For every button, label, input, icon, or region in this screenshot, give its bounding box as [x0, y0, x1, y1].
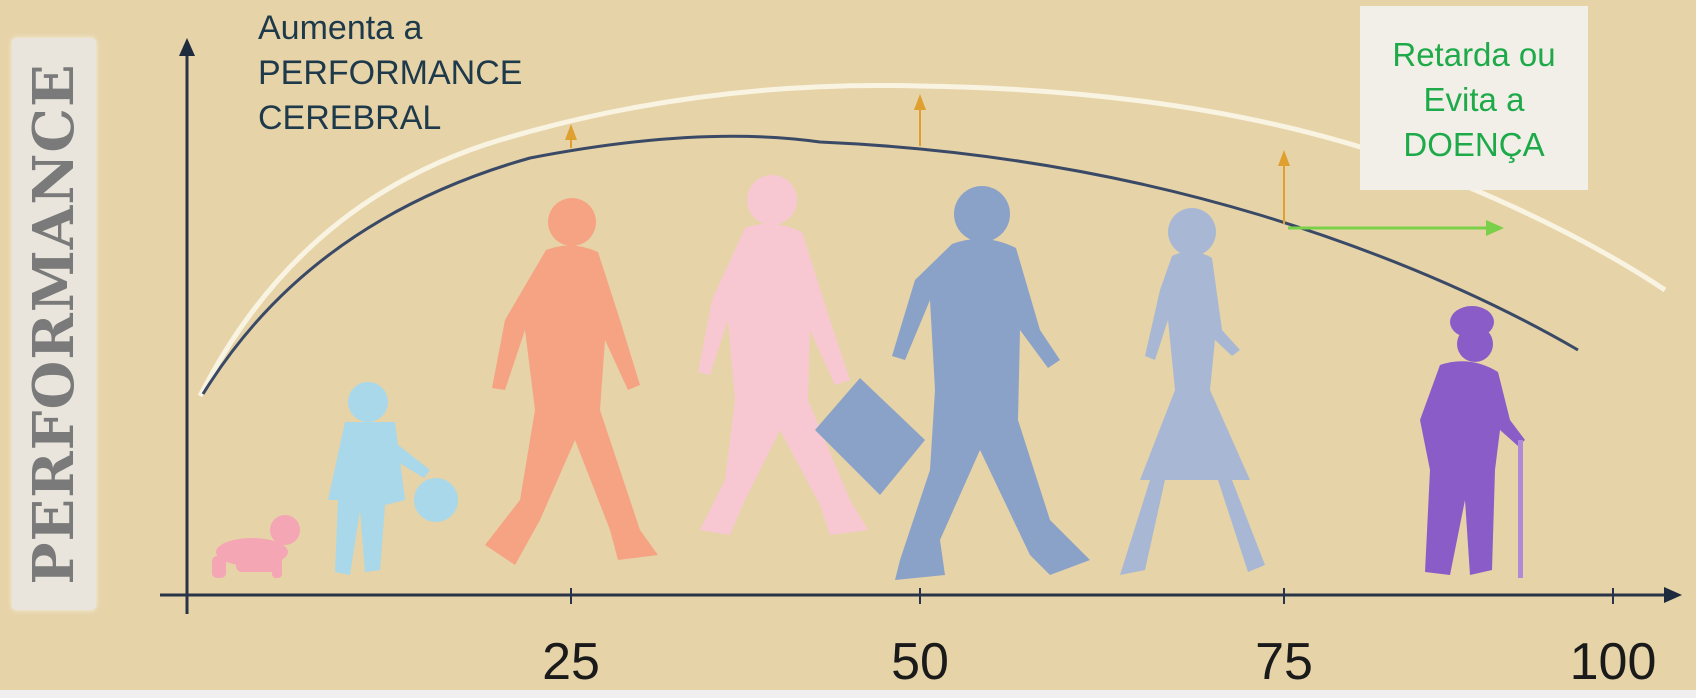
bottom-strip	[0, 690, 1696, 698]
x-tick-label-100: 100	[1569, 633, 1657, 691]
annotation-left-line-3: CEREBRAL	[258, 99, 442, 137]
annotation-right-line-2: Evita a	[1423, 81, 1525, 118]
annotation-increase-performance: Aumenta a PERFORMANCE CEREBRAL	[258, 6, 522, 141]
x-tick-label-50: 50	[891, 633, 949, 691]
y-axis-label-panel	[12, 38, 96, 610]
elderly-with-cane-figure	[1420, 306, 1525, 578]
annotation-right-line-3: DOENÇA	[1403, 126, 1545, 163]
adult-walking-figure	[698, 175, 868, 536]
annotation-delay-disease: Retarda ou Evita a DOENÇA	[1360, 6, 1588, 190]
x-tick-label-75: 75	[1255, 633, 1313, 691]
toddler-with-ball-figure	[328, 382, 458, 575]
delay-arrow	[1288, 220, 1504, 236]
y-axis-arrow	[179, 38, 195, 56]
x-axis-arrow	[1664, 587, 1682, 603]
annotation-right-line-1: Retarda ou	[1392, 36, 1556, 73]
annotation-left-line-1: Aumenta a	[258, 9, 423, 47]
up-arrow-75	[1278, 150, 1290, 224]
base-performance-curve	[201, 134, 1579, 395]
young-adult-walking-figure	[485, 198, 658, 566]
annotation-left-line-2: PERFORMANCE	[258, 54, 523, 92]
x-tick-label-25: 25	[542, 633, 600, 691]
up-arrow-25	[565, 124, 577, 148]
businessman-with-briefcase-figure	[815, 186, 1090, 580]
up-arrow-50	[914, 94, 926, 146]
baby-crawling-figure	[212, 515, 300, 578]
woman-walking-figure	[1120, 208, 1265, 575]
